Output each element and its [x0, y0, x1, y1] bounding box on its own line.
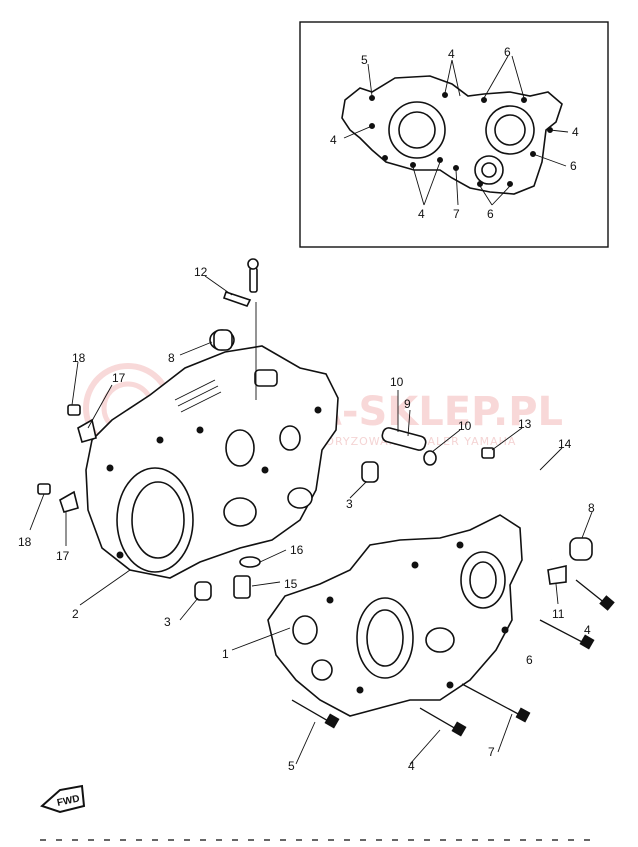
- callout-17b: 17: [56, 549, 70, 563]
- inset-callout-4d: 4: [418, 207, 425, 221]
- callout-18a: 18: [72, 351, 86, 365]
- fwd-label: FWD: [56, 793, 81, 808]
- callout-18b: 18: [18, 535, 32, 549]
- callout-3b: 3: [164, 615, 171, 629]
- callout-8b: 8: [588, 501, 595, 515]
- inset-callout-4c: 4: [572, 125, 579, 139]
- left-crankcase-half: [85, 345, 339, 579]
- callout-8a: 8: [168, 351, 175, 365]
- callout-1: 1: [222, 647, 229, 661]
- forward-arrow-icon: FWD: [40, 784, 86, 814]
- callout-10a: 10: [390, 375, 404, 389]
- callout-10b: 10: [458, 419, 472, 433]
- callout-17a: 17: [112, 371, 126, 385]
- callout-14: 14: [558, 437, 572, 451]
- small-parts: [37, 258, 615, 737]
- callout-4a: 4: [584, 623, 591, 637]
- inset-callout-4a: 4: [448, 47, 455, 61]
- callout-13: 13: [518, 417, 532, 431]
- callout-3a: 3: [346, 497, 353, 511]
- callout-12: 12: [194, 265, 208, 279]
- callout-15: 15: [284, 577, 298, 591]
- leader-lines: [29, 275, 593, 765]
- callout-9: 9: [404, 397, 411, 411]
- callout-2: 2: [72, 607, 79, 621]
- right-crankcase-half: [267, 514, 523, 717]
- callout-7: 7: [488, 745, 495, 759]
- callout-6: 6: [526, 653, 533, 667]
- inset-callout-5: 5: [361, 53, 368, 67]
- inset-callout-6a: 6: [504, 45, 511, 59]
- inset-callout-6c: 6: [487, 207, 494, 221]
- callout-4b: 4: [408, 759, 415, 773]
- inset-panel: 5 4 6 4 4 6 4 7 6: [299, 21, 609, 248]
- callout-labels: 12 8 18 17 10 9 10 13 14 3 8 18 17 16 15…: [18, 265, 595, 773]
- callout-5: 5: [288, 759, 295, 773]
- callout-11: 11: [552, 607, 565, 621]
- inset-callout-4b: 4: [330, 133, 337, 147]
- inset-callout-6b: 6: [570, 159, 577, 173]
- inset-callout-7: 7: [453, 207, 460, 221]
- callout-16: 16: [290, 543, 304, 557]
